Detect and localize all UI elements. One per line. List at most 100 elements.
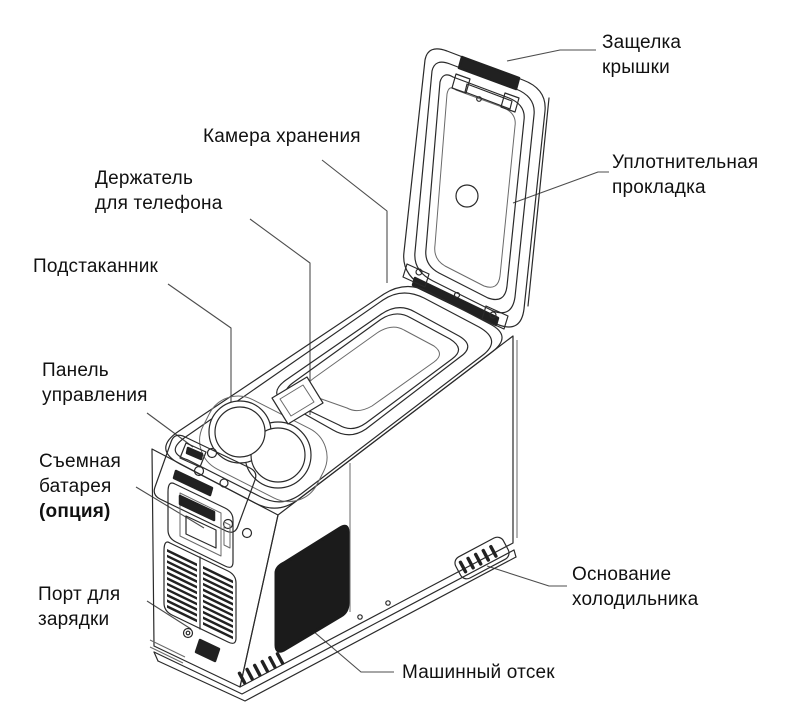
label-fridge-base: Основание холодильника <box>572 562 698 612</box>
grille-slat <box>167 582 197 600</box>
top-deck <box>165 285 503 509</box>
label-control-panel: Панель управления <box>42 358 148 408</box>
lid-side-edge <box>527 97 550 307</box>
lid-latch <box>451 55 521 113</box>
label-line: Подстаканник <box>33 256 159 277</box>
label-line: Камера хранения <box>203 126 361 147</box>
label-line: Порт для <box>38 584 121 605</box>
grille-slat <box>167 593 197 611</box>
foot-ridge <box>245 667 254 681</box>
label-machine-compartment: Машинный отсек <box>402 660 555 685</box>
foot-ridge <box>489 544 498 558</box>
grille-slat <box>203 571 233 589</box>
foot-ridge <box>275 652 285 665</box>
lid <box>403 48 550 328</box>
foot-ridge <box>252 663 262 677</box>
deck-handle-slot <box>172 469 214 497</box>
foot-ridge <box>260 659 270 673</box>
grille-slat <box>203 566 233 584</box>
hinge <box>402 263 509 330</box>
label-line: Съемная <box>39 451 121 472</box>
label-line: батарея <box>39 476 112 497</box>
leader-lid-latch <box>506 49 596 62</box>
leader-charging-port <box>146 600 192 630</box>
latch-bar <box>457 55 521 91</box>
grille-slat <box>167 599 197 617</box>
screw <box>357 614 363 620</box>
foot-ridge <box>466 556 475 570</box>
grille-slat <box>203 588 233 606</box>
battery-handle <box>178 494 216 522</box>
grille-slat <box>203 610 233 628</box>
leader-control-panel <box>146 412 194 448</box>
leader-cup-holder <box>167 283 232 420</box>
label-line: прокладка <box>612 177 706 198</box>
label-line: Защелка <box>602 32 682 53</box>
base <box>153 536 517 702</box>
label-storage-chamber: Камера хранения <box>203 124 361 149</box>
grille-slat <box>167 577 197 595</box>
foot-ridge <box>473 552 483 566</box>
panel-button <box>219 478 229 488</box>
leader-machine-compartment <box>312 630 394 673</box>
lid-center-hole <box>455 184 479 208</box>
label-line: Машинный отсек <box>402 662 555 683</box>
grille-slat <box>167 588 197 606</box>
grille-slat <box>203 582 233 600</box>
panel-button <box>206 447 218 459</box>
leader-removable-battery <box>135 486 205 529</box>
label-line: Панель <box>42 360 109 381</box>
label-line: Основание <box>572 564 672 585</box>
grille-slat <box>167 571 197 589</box>
label-line: (опция) <box>39 501 111 522</box>
label-line: Держатель <box>95 168 194 189</box>
label-lid-latch: Защелка крышки <box>602 30 681 80</box>
label-line: Уплотнительная <box>612 152 759 173</box>
foot-ridge <box>237 671 247 685</box>
cup-holders <box>199 395 328 503</box>
grille-slat <box>167 565 197 583</box>
leader-lines <box>135 49 609 673</box>
grille-slat <box>203 605 233 623</box>
storage-opening <box>276 307 469 436</box>
charging-port <box>149 627 221 664</box>
label-removable-battery: Съемная батарея (опция) <box>39 449 121 524</box>
leader-storage-chamber <box>321 159 388 283</box>
cup-recess <box>199 395 328 503</box>
leader-phone-holder <box>249 218 311 415</box>
grille-slat <box>167 560 197 578</box>
port-connector <box>194 638 221 663</box>
panel-button <box>193 465 205 477</box>
label-phone-holder: Держатель для телефона <box>95 166 222 216</box>
battery-compartment <box>167 482 234 568</box>
label-charging-port: Порт для зарядки <box>38 582 120 632</box>
grille-slat <box>203 616 233 634</box>
lid-outline <box>403 48 546 328</box>
grille-slat <box>167 605 197 623</box>
label-cup-holder: Подстаканник <box>33 254 158 279</box>
foot-ridge <box>268 655 277 669</box>
label-sealing-gasket: Уплотнительная прокладка <box>612 150 758 200</box>
machine-vent-mesh <box>274 524 350 653</box>
grille-slat <box>203 599 233 617</box>
label-line: зарядки <box>38 609 110 630</box>
grille-slat <box>167 554 197 572</box>
grille-slat <box>203 594 233 612</box>
control-panel <box>153 434 257 539</box>
foot-ridge <box>458 560 468 574</box>
rear-foot-outline <box>454 536 510 580</box>
label-line: управления <box>42 385 148 406</box>
label-line: крышки <box>602 57 670 78</box>
grille-slats <box>167 549 233 640</box>
label-line: для телефона <box>95 193 223 214</box>
screw <box>385 600 391 606</box>
grille-slat <box>203 622 233 640</box>
body <box>149 285 518 702</box>
rear-foot-ridges <box>458 544 498 574</box>
leader-sealing-gasket <box>512 171 609 204</box>
grille-slat <box>203 577 233 595</box>
front-foot-ridges <box>237 652 285 685</box>
label-line: холодильника <box>572 589 699 610</box>
